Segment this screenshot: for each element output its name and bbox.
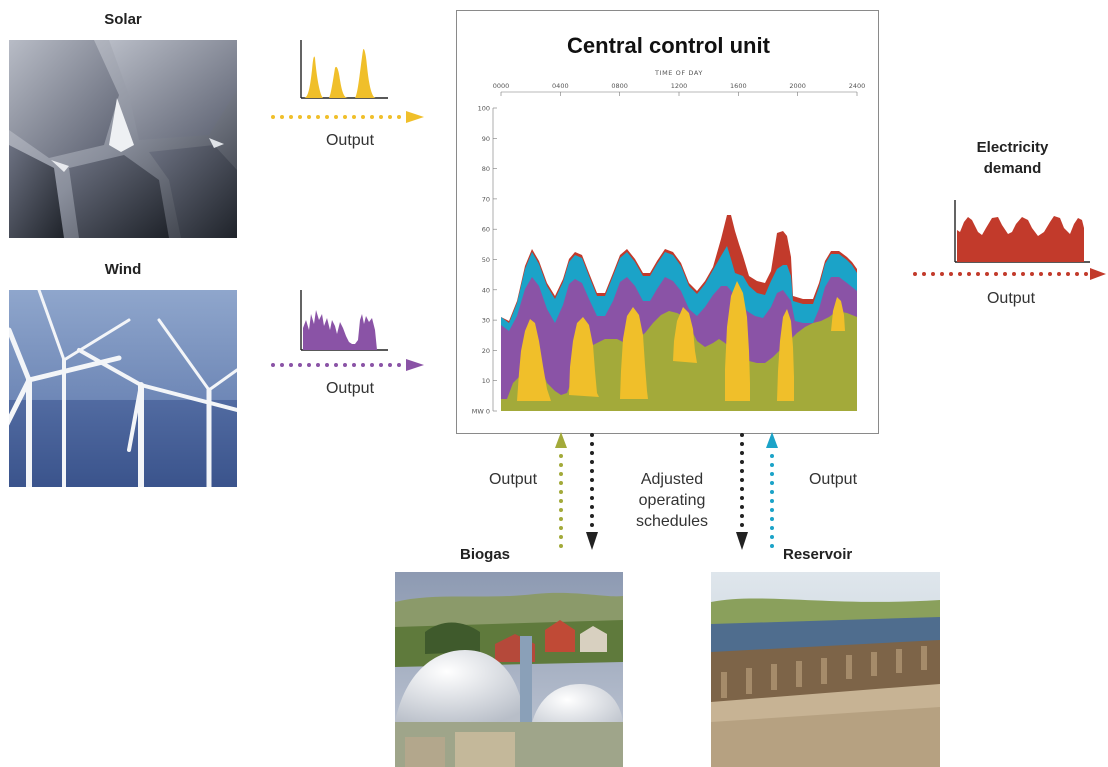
y-tick-label: 10 bbox=[482, 377, 490, 385]
wind-output-arrow bbox=[271, 359, 424, 371]
y-tick-label: 60 bbox=[482, 226, 490, 234]
solar-sparkline-area bbox=[304, 48, 376, 98]
y-axis-ticks: MW 0 10 20 30 40 50 60 70 80 90 100 bbox=[472, 105, 497, 416]
schedules-label-line2: operating bbox=[638, 492, 706, 509]
wind-turbines-photo bbox=[9, 290, 237, 487]
y-tick-label: 90 bbox=[482, 135, 490, 143]
reservoir-dam-photo bbox=[711, 572, 940, 767]
schedules-label-line3: schedules bbox=[635, 513, 709, 530]
y-tick-label: 30 bbox=[482, 317, 490, 325]
wind-title: Wind bbox=[104, 261, 142, 278]
y-tick-label: 100 bbox=[478, 105, 490, 113]
x-tick-label: 1200 bbox=[671, 82, 688, 90]
central-control-unit-box: Central control unit TIME OF DAY 0000 040… bbox=[456, 10, 879, 434]
solar-panel-photo bbox=[9, 40, 237, 238]
demand-title: Electricity demand bbox=[955, 137, 1070, 179]
wind-output-sparkline bbox=[300, 290, 388, 351]
demand-sparkline-area bbox=[957, 216, 1084, 262]
solar-title: Solar bbox=[104, 11, 142, 28]
x-tick-label: 0000 bbox=[493, 82, 510, 90]
biogas-output-arrow bbox=[555, 432, 567, 548]
solar-output-arrow bbox=[271, 111, 424, 123]
reservoir-output-label: Output bbox=[808, 471, 858, 488]
schedules-label: Adjusted operating schedules bbox=[622, 469, 722, 532]
wind-sparkline-area bbox=[303, 310, 377, 350]
reservoir-title: Reservoir bbox=[783, 546, 853, 563]
solar-output-sparkline bbox=[300, 40, 388, 99]
solar-layer bbox=[517, 281, 845, 401]
demand-output-arrow bbox=[913, 268, 1106, 280]
demand-output-label: Output bbox=[986, 290, 1036, 307]
y-tick-label: 20 bbox=[482, 347, 490, 355]
biogas-output-label: Output bbox=[488, 471, 538, 488]
reservoir-output-arrow bbox=[766, 432, 778, 548]
schedules-label-line1: Adjusted bbox=[640, 471, 704, 488]
central-area-chart: TIME OF DAY 0000 0400 0800 1200 1600 2000 2400… bbox=[472, 69, 866, 416]
x-axis-title: TIME OF DAY bbox=[654, 69, 703, 77]
y-tick-label: 50 bbox=[482, 256, 490, 264]
y-tick-label: MW 0 bbox=[472, 408, 490, 416]
wind-output-label: Output bbox=[325, 380, 375, 397]
demand-title-line2: demand bbox=[983, 160, 1042, 177]
x-tick-label: 0800 bbox=[611, 82, 628, 90]
solar-output-label: Output bbox=[325, 132, 375, 149]
y-tick-label: 40 bbox=[482, 286, 490, 294]
biogas-plant-photo bbox=[395, 572, 623, 767]
x-tick-label: 0400 bbox=[552, 82, 569, 90]
x-tick-label: 2400 bbox=[849, 82, 866, 90]
x-tick-label: 1600 bbox=[730, 82, 747, 90]
schedule-arrow-to-biogas bbox=[586, 433, 598, 550]
biogas-title: Biogas bbox=[460, 546, 511, 563]
demand-title-line1: Electricity bbox=[976, 139, 1049, 156]
y-tick-label: 80 bbox=[482, 165, 490, 173]
x-tick-label: 2000 bbox=[789, 82, 806, 90]
demand-output-sparkline bbox=[954, 200, 1090, 263]
y-tick-label: 70 bbox=[482, 195, 490, 203]
schedule-arrow-to-reservoir bbox=[736, 433, 748, 550]
central-title: Central control unit bbox=[567, 33, 770, 58]
x-axis-ticks: 0000 0400 0800 1200 1600 2000 2400 bbox=[493, 82, 866, 96]
